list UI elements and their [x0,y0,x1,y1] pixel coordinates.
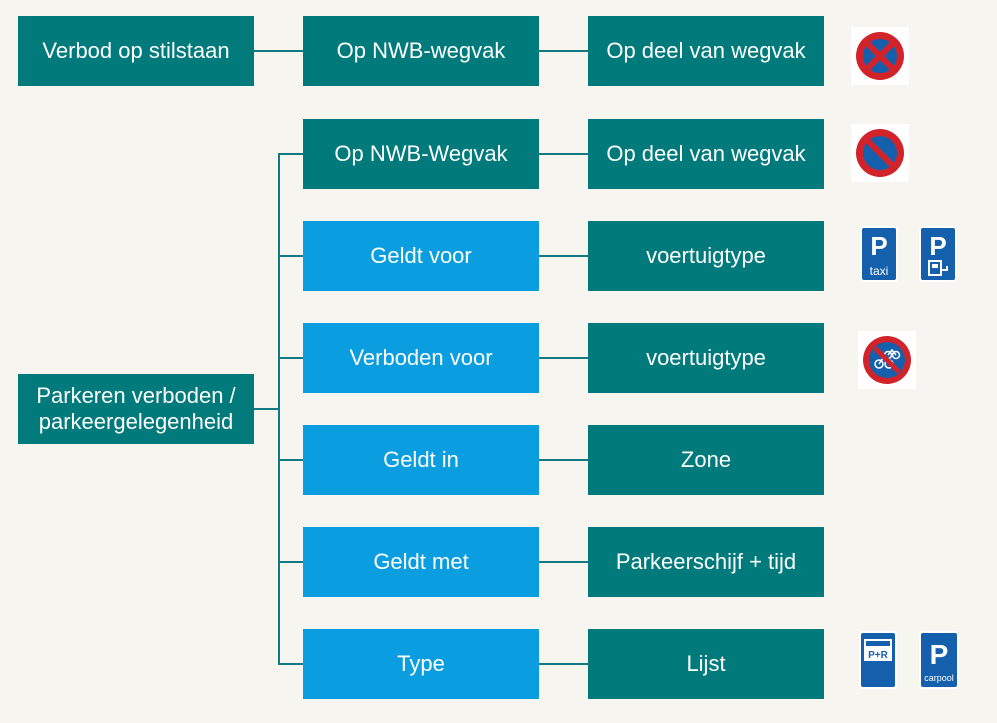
node-verboden-voor: Verboden voor [303,323,539,393]
connector-vertical-trunk [278,153,280,665]
connector-value-6 [539,663,588,665]
node-voertuigtype-verboden: voertuigtype [588,323,824,393]
parking-ev-charging-sign-icon: P [919,226,957,282]
connector-top-1 [254,50,303,52]
connector-branch-6 [278,663,303,665]
connector-branch-1 [278,153,303,155]
node-top-op-nwb-wegvak: Op NWB-wegvak [303,16,539,86]
park-and-ride-sign-icon: P+R [859,631,897,689]
node-op-deel-van-wegvak: Op deel van wegvak [588,119,824,189]
connector-branch-2 [278,255,303,257]
connector-value-4 [539,459,588,461]
node-lijst: Lijst [588,629,824,699]
sign-p-text-ev: P [929,231,946,261]
connector-value-5 [539,561,588,563]
no-stopping-sign-icon [851,27,909,85]
connector-value-3 [539,357,588,359]
no-parking-sign-icon [851,124,909,182]
node-parkeerschijf-tijd: Parkeerschijf + tijd [588,527,824,597]
node-voertuigtype-geldt: voertuigtype [588,221,824,291]
connector-branch-4 [278,459,303,461]
connector-branch-3 [278,357,303,359]
node-geldt-voor: Geldt voor [303,221,539,291]
node-top-op-deel-van-wegvak: Op deel van wegvak [588,16,824,86]
connector-value-1 [539,153,588,155]
parking-carpool-sign-icon: P carpool [919,631,959,689]
node-type: Type [303,629,539,699]
connector-top-2 [539,50,588,52]
node-verbod-op-stilstaan: Verbod op stilstaan [18,16,254,86]
sign-p-plus-r-text: P+R [868,650,889,661]
sign-carpool-text: carpool [924,673,954,683]
sign-p-text-carpool: P [930,639,949,670]
node-parkeren-verboden: Parkeren verboden / parkeergelegenheid [18,374,254,444]
no-parking-bicycles-sign-icon [858,331,916,389]
connector-root-stub [254,408,279,410]
sign-p-text-taxi: P [870,231,887,261]
parking-taxi-sign-icon: P taxi [860,226,898,282]
node-geldt-in: Geldt in [303,425,539,495]
connector-branch-5 [278,561,303,563]
node-zone: Zone [588,425,824,495]
connector-value-2 [539,255,588,257]
sign-taxi-text: taxi [870,264,889,278]
node-geldt-met: Geldt met [303,527,539,597]
node-op-nwb-wegvak: Op NWB-Wegvak [303,119,539,189]
